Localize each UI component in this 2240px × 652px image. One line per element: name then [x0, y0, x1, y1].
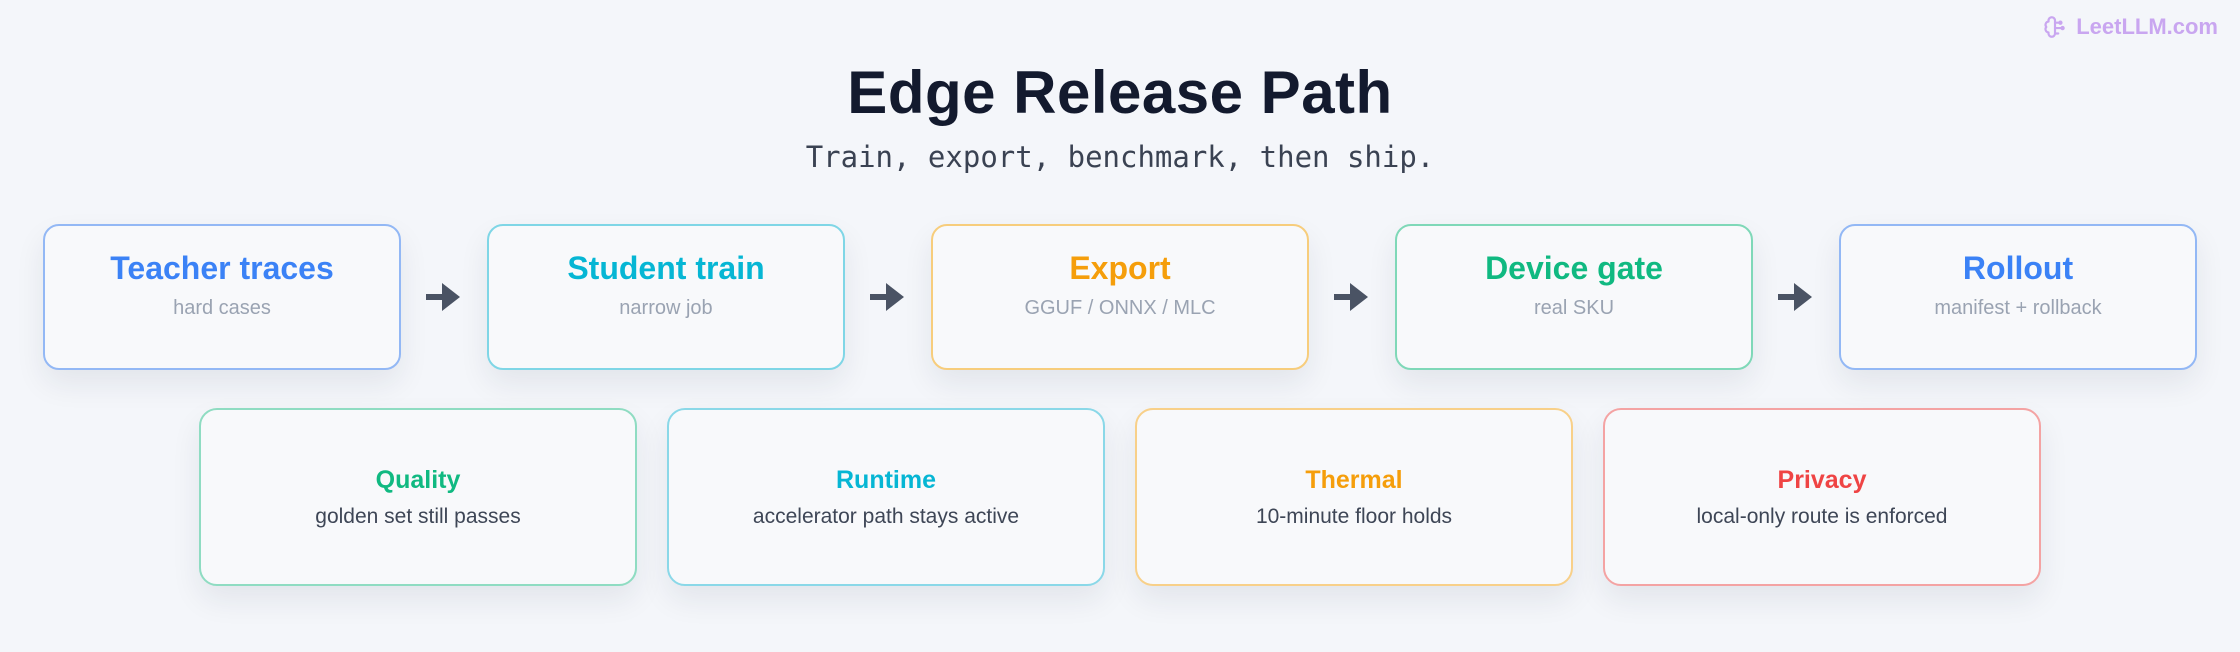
- stage-student-train: Student train narrow job: [487, 224, 845, 370]
- stage-title: Teacher traces: [110, 250, 334, 286]
- stage-subtitle: narrow job: [619, 297, 713, 319]
- stage-subtitle: hard cases: [173, 297, 271, 319]
- check-title: Runtime: [836, 466, 936, 494]
- check-privacy: Privacy local-only route is enforced: [1603, 408, 2041, 586]
- check-title: Privacy: [1777, 466, 1867, 494]
- stage-title: Export: [1069, 250, 1171, 286]
- arrow-right-icon: [1334, 283, 1368, 311]
- check-thermal: Thermal 10-minute floor holds: [1135, 408, 1573, 586]
- check-title: Quality: [375, 466, 461, 494]
- stage-export: Export GGUF / ONNX / MLC: [931, 224, 1309, 370]
- stage-subtitle: manifest + rollback: [1934, 297, 2102, 319]
- stage-subtitle: GGUF / ONNX / MLC: [1024, 297, 1216, 319]
- stage-title: Student train: [567, 250, 765, 286]
- arrow-right-icon: [426, 283, 460, 311]
- check-quality: Quality golden set still passes: [199, 408, 637, 586]
- check-title: Thermal: [1305, 466, 1403, 494]
- stage-rollout: Rollout manifest + rollback: [1839, 224, 2197, 370]
- brain-icon: [2044, 16, 2065, 38]
- page-subtitle: Train, export, benchmark, then ship.: [805, 140, 1435, 174]
- brand-logo[interactable]: LeetLLM.com: [2042, 14, 2218, 40]
- arrow-right-icon: [1778, 283, 1812, 311]
- check-subtitle: local-only route is enforced: [1696, 505, 1948, 528]
- stage-teacher-traces: Teacher traces hard cases: [43, 224, 401, 370]
- check-subtitle: 10-minute floor holds: [1255, 505, 1453, 528]
- arrow-right-icon: [870, 283, 904, 311]
- stage-device-gate: Device gate real SKU: [1395, 224, 1753, 370]
- check-subtitle: golden set still passes: [315, 505, 521, 528]
- page-title: Edge Release Path: [847, 59, 1393, 126]
- stage-title: Rollout: [1962, 250, 2074, 286]
- check-subtitle: accelerator path stays active: [752, 505, 1020, 528]
- stage-subtitle: real SKU: [1533, 297, 1615, 319]
- stage-title: Device gate: [1485, 250, 1663, 286]
- check-runtime: Runtime accelerator path stays active: [667, 408, 1105, 586]
- brand-text: LeetLLM.com: [2076, 14, 2218, 39]
